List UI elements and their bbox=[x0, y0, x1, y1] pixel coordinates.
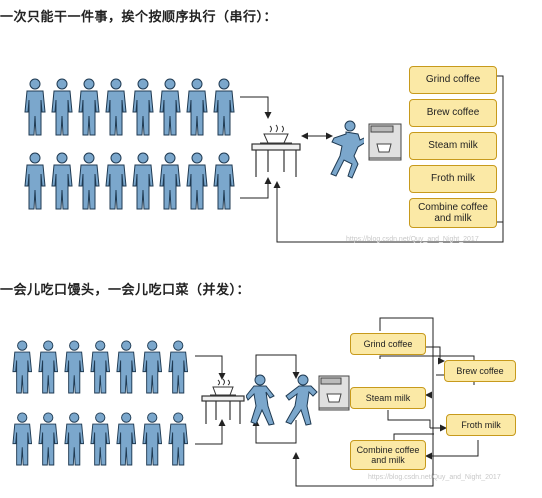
serial-watermark: https://blog.csdn.net/Quy_and_Night_2017 bbox=[346, 236, 479, 243]
serial-step-combine: Combine coffee and milk bbox=[409, 198, 497, 228]
concurrent-table-icon bbox=[201, 378, 245, 424]
queue1-to-table-arrow bbox=[240, 96, 272, 119]
person-icon bbox=[12, 412, 33, 466]
loop-between-tables-bottom bbox=[252, 419, 297, 444]
loop-between-tables bbox=[255, 354, 300, 379]
net-froth-to-combine bbox=[425, 440, 479, 460]
person-icon bbox=[186, 78, 208, 136]
concurrent-step-brew-coffee: Brew coffee bbox=[444, 360, 516, 382]
person-icon bbox=[213, 152, 235, 210]
coffee-cup-icon bbox=[210, 378, 236, 396]
person-icon bbox=[64, 340, 85, 394]
person-icon bbox=[142, 340, 163, 394]
concurrent-step-froth-milk: Froth milk bbox=[446, 414, 516, 436]
queue3-to-table-arrow bbox=[195, 355, 226, 380]
net-top bbox=[292, 317, 434, 487]
serial-heading: 一次只能干一件事，挨个按顺序执行（串行）： bbox=[0, 10, 278, 25]
serial-barista-icon bbox=[330, 120, 364, 179]
concurrent-heading: 一会儿吃口馒头，一会儿吃口菜（并发）： bbox=[0, 283, 251, 298]
net-combine-up bbox=[393, 433, 434, 440]
queue4-to-table-arrow bbox=[195, 419, 226, 445]
person-icon bbox=[78, 78, 100, 136]
serial-step-brew-coffee: Brew coffee bbox=[409, 99, 497, 127]
person-icon bbox=[24, 78, 46, 136]
serial-table-icon bbox=[251, 124, 301, 177]
person-icon bbox=[105, 78, 127, 136]
person-icon bbox=[24, 152, 46, 210]
coffee-cup-icon bbox=[260, 124, 292, 144]
serial-loop-right bbox=[497, 75, 504, 223]
concurrent-step-steam-milk: Steam milk bbox=[350, 387, 426, 409]
person-icon bbox=[168, 340, 189, 394]
concurrent-barista-icon-2 bbox=[285, 374, 318, 426]
person-icon bbox=[90, 412, 111, 466]
person-icon bbox=[51, 152, 73, 210]
person-icon bbox=[132, 152, 154, 210]
person-icon bbox=[168, 412, 189, 466]
concurrent-step-combine: Combine coffee and milk bbox=[350, 440, 426, 470]
serial-step-grind-coffee: Grind coffee bbox=[409, 66, 497, 94]
concurrent-espresso-machine-icon bbox=[318, 375, 350, 411]
person-icon bbox=[64, 412, 85, 466]
concurrent-watermark: https://blog.csdn.net/Quy_and_Night_2017 bbox=[368, 474, 501, 481]
person-icon bbox=[142, 412, 163, 466]
person-icon bbox=[186, 152, 208, 210]
serial-step-froth-milk: Froth milk bbox=[409, 165, 497, 193]
person-icon bbox=[159, 152, 181, 210]
person-icon bbox=[90, 340, 111, 394]
person-icon bbox=[116, 412, 137, 466]
serial-espresso-machine-icon bbox=[368, 123, 402, 161]
net-steam-down bbox=[387, 410, 431, 428]
person-icon bbox=[12, 340, 33, 394]
queue2-to-table-arrow bbox=[240, 177, 272, 199]
person-icon bbox=[105, 152, 127, 210]
person-icon bbox=[159, 78, 181, 136]
concurrent-step-grind-coffee: Grind coffee bbox=[350, 333, 426, 355]
person-icon bbox=[38, 340, 59, 394]
concurrent-barista-icon-1 bbox=[246, 374, 275, 426]
person-icon bbox=[116, 340, 137, 394]
person-icon bbox=[213, 78, 235, 136]
person-icon bbox=[132, 78, 154, 136]
person-icon bbox=[38, 412, 59, 466]
person-icon bbox=[51, 78, 73, 136]
serial-return-line bbox=[273, 181, 504, 243]
net-grind-to-brew bbox=[426, 346, 445, 365]
serial-step-steam-milk: Steam milk bbox=[409, 132, 497, 160]
person-icon bbox=[78, 152, 100, 210]
